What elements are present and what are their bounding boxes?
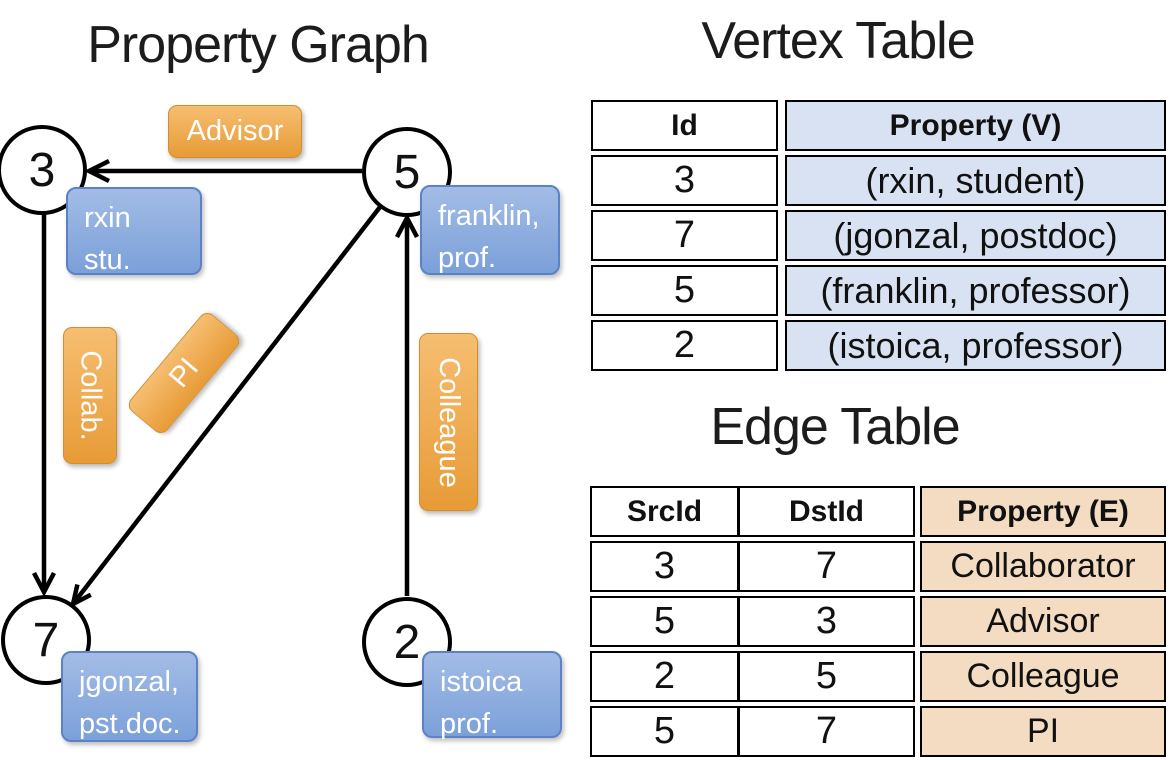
edge-table-title: Edge Table	[710, 398, 960, 456]
edge-label-colleague-text: Colleague	[433, 356, 466, 488]
vertex-table-property-column: Property (V) (rxin, student) (jgonzal, p…	[785, 100, 1166, 371]
vertex-table-title: Vertex Table	[701, 12, 975, 70]
edge-table-property-header: Property (E)	[920, 486, 1166, 537]
edge-label-advisor-text: Advisor	[186, 115, 284, 147]
vertex-table-id-column: Id 3 7 5 2	[591, 100, 778, 371]
table-cell: 2	[592, 653, 740, 700]
table-cell: 3	[592, 543, 740, 590]
edge-collaborator-arrowhead	[32, 571, 56, 597]
vertex-label-jgonzal-line1: jgonzal,	[79, 666, 179, 698]
table-row: 3 7	[590, 541, 915, 592]
table-cell: 3	[815, 600, 838, 642]
table-row: 5 3	[590, 596, 915, 647]
vertex-table-property-header: Property (V)	[785, 100, 1166, 151]
table-cell: 3	[591, 155, 778, 206]
table-cell: PI	[920, 706, 1166, 757]
node-3-id: 3	[28, 143, 56, 197]
table-cell: 2	[591, 320, 778, 371]
vertex-label-rxin-line1: rxin	[84, 202, 131, 234]
table-cell: 5	[592, 708, 740, 755]
vertex-label-rxin: rxin stu.	[66, 187, 202, 276]
table-cell: (jgonzal, postdoc)	[785, 210, 1166, 261]
edge-table-src-dst-column: SrcId DstId 3 7 5 3 2 5 5 7	[590, 486, 915, 757]
table-cell: 7	[815, 710, 838, 752]
edge-table-srcid-header: SrcId	[592, 488, 740, 535]
vertex-label-jgonzal-line2: pst.doc.	[79, 708, 181, 741]
edge-label-collab: Collab.	[63, 327, 117, 464]
vertex-label-franklin: franklin, prof.	[420, 185, 560, 275]
property-graph-title: Property Graph	[87, 16, 430, 74]
table-row: 5 7	[590, 706, 915, 757]
edge-label-collab-text: Collab.	[74, 350, 107, 441]
table-cell: 5	[591, 265, 778, 316]
table-cell: 7	[815, 545, 838, 587]
edge-pi-arrowhead	[69, 584, 92, 609]
graph-node-3: 3	[0, 125, 87, 215]
table-cell: 5	[592, 598, 740, 645]
vertex-label-rxin-line2: stu.	[84, 244, 131, 277]
edge-table-header-row: SrcId DstId	[590, 486, 915, 537]
table-row: 2 5	[590, 651, 915, 702]
table-cell: 5	[815, 655, 838, 697]
vertex-label-istoica: istoica prof.	[422, 651, 562, 740]
edge-advisor-arrowhead	[83, 158, 111, 184]
edge-table-dstid-header: DstId	[789, 494, 864, 528]
graph-node-7: 7	[1, 595, 91, 685]
vertex-label-jgonzal: jgonzal, pst.doc.	[61, 651, 198, 742]
table-cell: (rxin, student)	[785, 155, 1166, 206]
table-cell: (franklin, professor)	[785, 265, 1166, 316]
table-cell: 7	[591, 210, 778, 261]
table-cell: (istoica, professor)	[785, 320, 1166, 371]
vertex-label-franklin-line2: prof.	[438, 242, 497, 275]
table-cell: Advisor	[920, 596, 1166, 647]
table-cell: Collaborator	[920, 541, 1166, 592]
node-7-id: 7	[32, 613, 60, 667]
edge-label-colleague: Colleague	[419, 333, 478, 511]
edge-colleague-arrowhead	[395, 213, 419, 239]
edge-label-pi: PI	[125, 309, 243, 437]
edge-label-pi-text: PI	[162, 351, 205, 394]
node-5-id: 5	[393, 145, 421, 199]
vertex-label-franklin-line1: franklin,	[438, 200, 540, 232]
table-cell: Colleague	[920, 651, 1166, 702]
vertex-table-id-header: Id	[591, 100, 778, 151]
edge-table-property-column: Property (E) Collaborator Advisor Collea…	[920, 486, 1166, 757]
vertex-label-istoica-line2: prof.	[440, 708, 499, 741]
edge-label-advisor: Advisor	[168, 105, 302, 158]
node-2-id: 2	[393, 615, 421, 669]
vertex-label-istoica-line1: istoica	[440, 666, 523, 698]
